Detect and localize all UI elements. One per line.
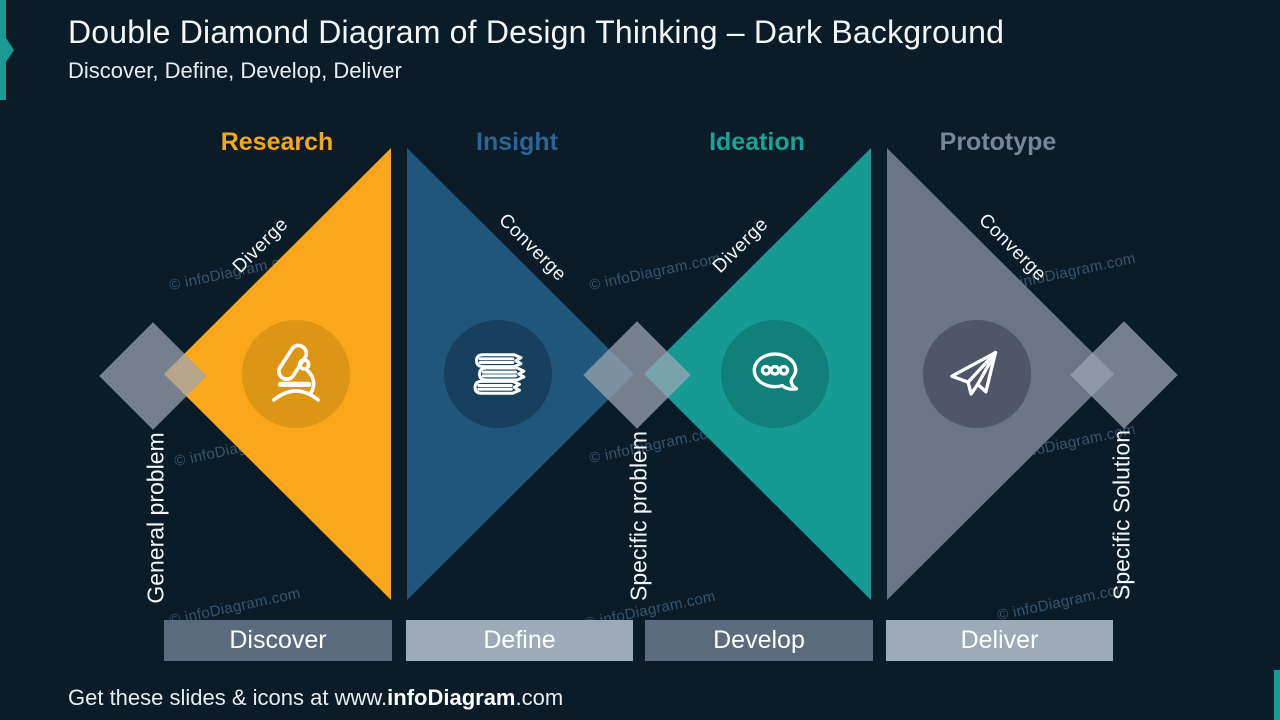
- insight-icon-circle: [444, 320, 552, 428]
- footer-brand: infoDiagram: [387, 685, 516, 710]
- microscope-icon: [271, 343, 321, 402]
- stage-label-ideation: Ideation: [709, 128, 805, 156]
- stage-label-prototype: Prototype: [939, 128, 1057, 156]
- footer-prefix: Get these slides & icons at www.: [68, 685, 388, 710]
- prototype-icon-circle: [923, 320, 1031, 428]
- speech-bubble-icon: [752, 352, 799, 391]
- paper-plane-icon: [950, 350, 998, 396]
- ideation-icon-circle: [721, 320, 829, 428]
- phase-bar-define: Define: [406, 620, 633, 661]
- watermark: © infoDiagram.com: [587, 249, 723, 295]
- page-subtitle: Discover, Define, Develop, Deliver: [68, 58, 402, 83]
- footer-suffix: .com: [515, 685, 564, 710]
- slide-accent-bar: [1274, 670, 1280, 720]
- phase-bar-deliver: Deliver: [886, 620, 1113, 661]
- milestone-diamond-general-problem: [99, 322, 207, 430]
- footer-credit: Get these slides & icons at www.infoDiag…: [68, 685, 563, 711]
- milestone-diamond-specific-solution: [1070, 321, 1178, 429]
- stage-label-insight: Insight: [476, 128, 558, 156]
- milestone-label-general-problem: General problem: [142, 432, 169, 604]
- books-icon: [473, 353, 526, 395]
- milestone-label-specific-problem: Specific problem: [625, 430, 652, 602]
- milestone-diamond-specific-problem: [583, 321, 691, 429]
- page-title: Double Diamond Diagram of Design Thinkin…: [68, 14, 1005, 50]
- research-icon-circle: [242, 320, 350, 428]
- stage-label-research: Research: [220, 128, 334, 156]
- slide-accent-bookmark-icon: [0, 0, 14, 100]
- milestone-label-specific-solution: Specific Solution: [1108, 429, 1135, 601]
- phase-bar-discover: Discover: [164, 620, 392, 661]
- phase-bar-develop: Develop: [645, 620, 873, 661]
